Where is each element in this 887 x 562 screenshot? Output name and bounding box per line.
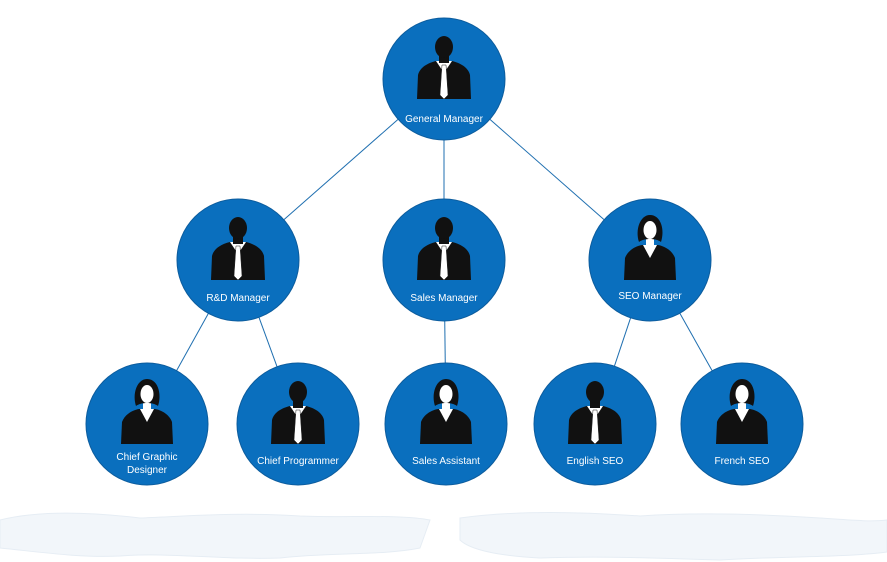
woman-icon — [624, 215, 676, 280]
node-label: English SEO — [567, 456, 624, 467]
node-sales[interactable]: Sales Manager — [382, 198, 506, 322]
node-label: R&D Manager — [206, 293, 270, 304]
man-with-tie-icon — [417, 217, 471, 281]
node-label: Chief Graphic — [116, 452, 177, 463]
woman-icon — [716, 379, 768, 444]
man-with-tie-icon — [271, 381, 325, 445]
woman-icon — [420, 379, 472, 444]
node-eseo[interactable]: English SEO — [533, 362, 657, 486]
node-gm[interactable]: General Manager — [382, 17, 506, 141]
man-with-tie-icon — [211, 217, 265, 281]
world-map-background — [0, 512, 887, 561]
connector-sales-sa — [444, 320, 446, 364]
node-label: French SEO — [714, 456, 769, 467]
man-with-tie-icon — [417, 36, 471, 100]
connector-lines — [176, 118, 713, 372]
node-label: Sales Assistant — [412, 456, 480, 467]
node-sa[interactable]: Sales Assistant — [384, 362, 508, 486]
connector-seo-eseo — [613, 317, 632, 367]
node-rd[interactable]: R&D Manager — [176, 198, 300, 322]
node-cp[interactable]: Chief Programmer — [236, 362, 360, 486]
node-seo[interactable]: SEO Manager — [588, 198, 712, 322]
node-label: Chief Programmer — [257, 456, 339, 467]
node-label: General Manager — [405, 114, 483, 125]
node-label: Designer — [127, 465, 168, 476]
connector-seo-fseo — [679, 312, 713, 372]
connector-rd-cp — [258, 317, 278, 367]
woman-icon — [121, 379, 173, 444]
man-with-tie-icon — [568, 381, 622, 445]
connector-gm-rd — [283, 118, 399, 221]
node-label: SEO Manager — [618, 291, 682, 302]
node-fseo[interactable]: French SEO — [680, 362, 804, 486]
node-label: Sales Manager — [410, 293, 478, 304]
connector-gm-seo — [489, 118, 605, 221]
connector-rd-cgd — [176, 313, 209, 371]
